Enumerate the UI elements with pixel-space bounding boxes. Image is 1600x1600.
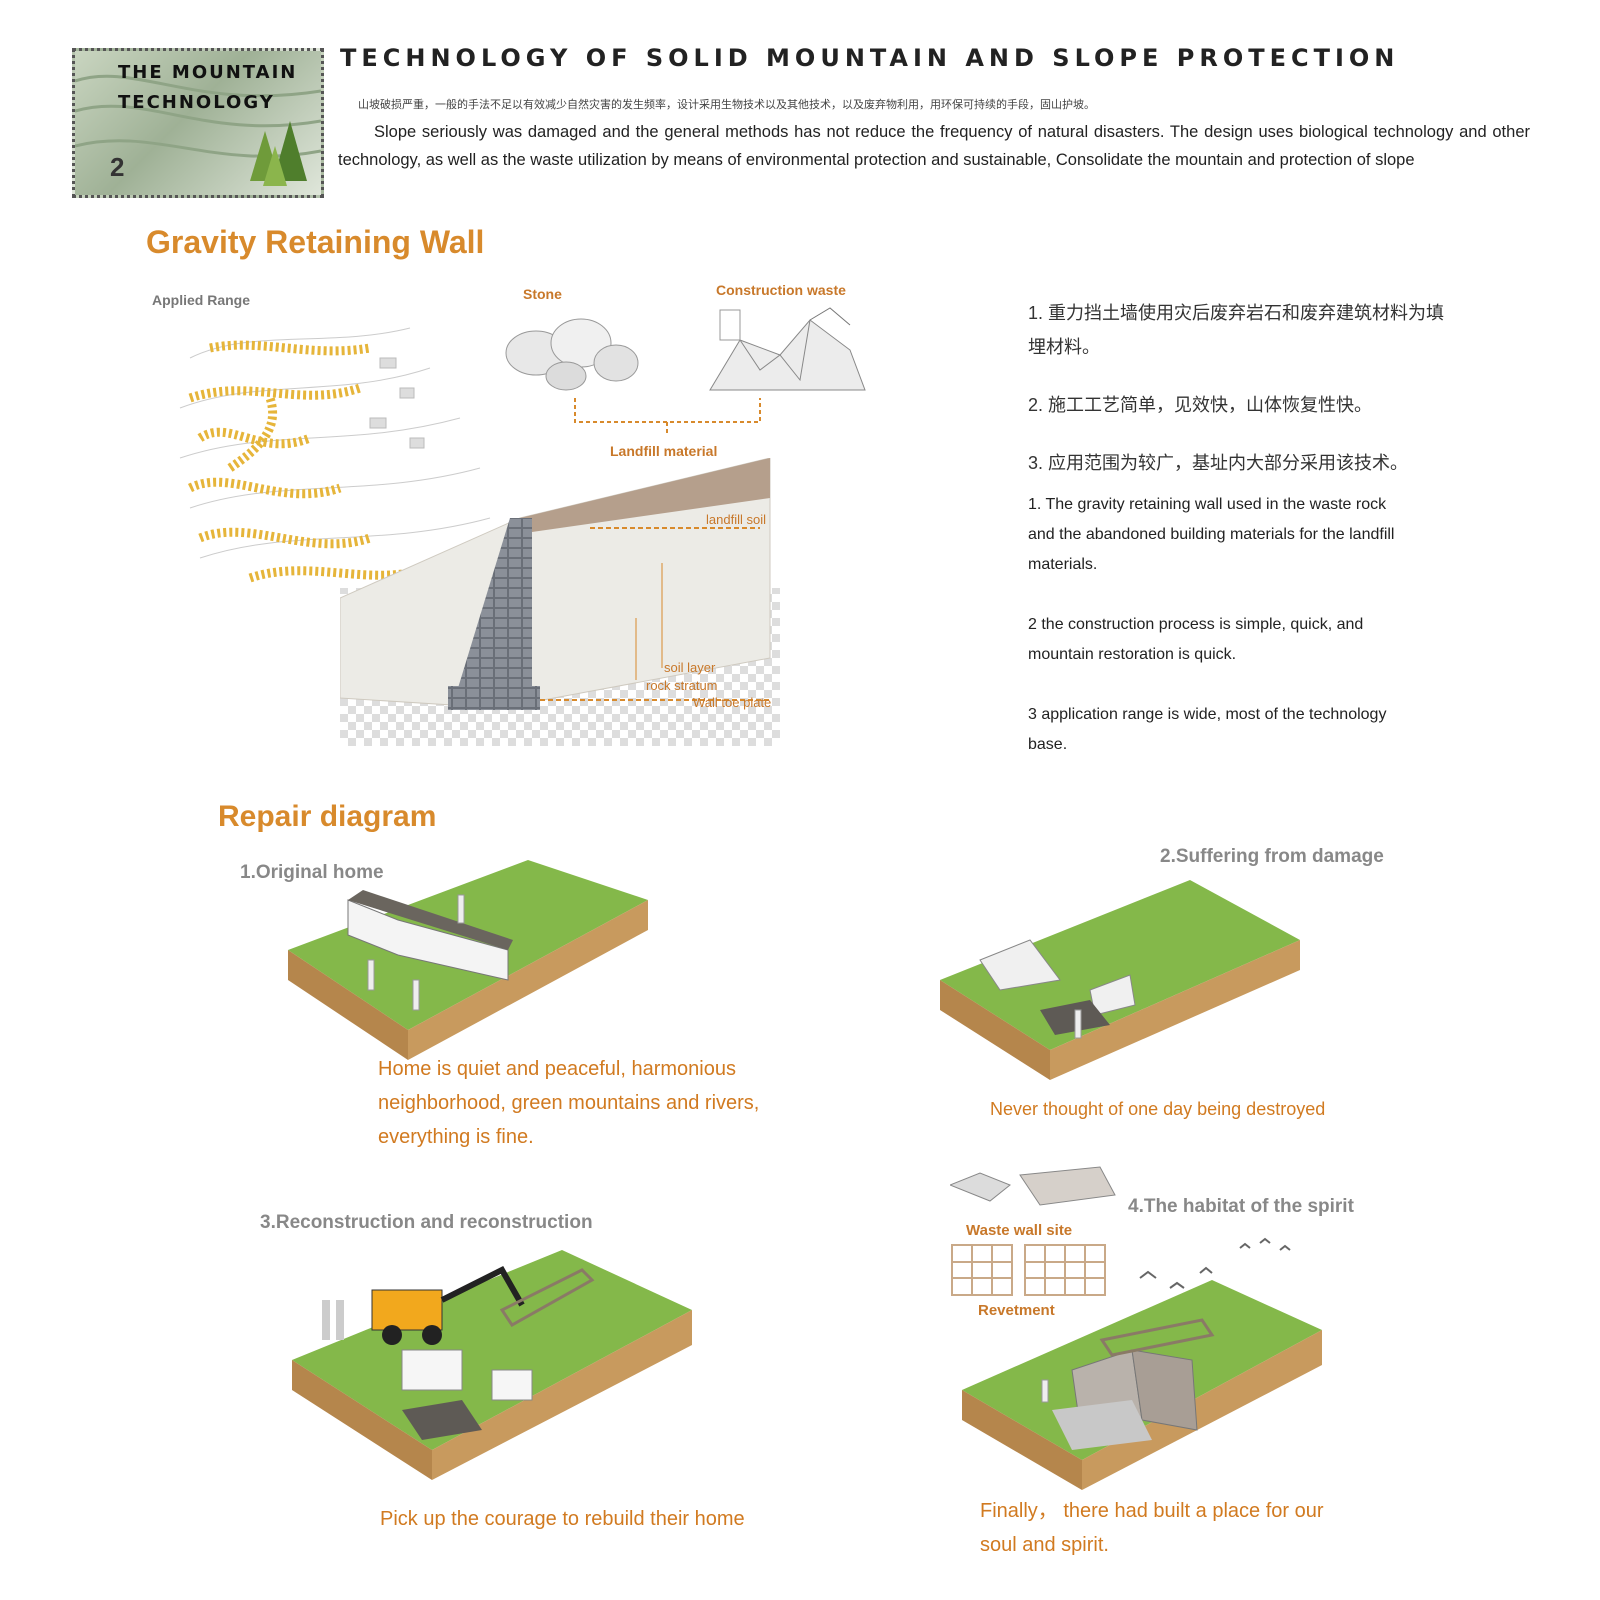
stone-label: Stone (523, 286, 562, 302)
waste-wall-image (950, 1166, 1116, 1206)
step1-title: 1.Original home (240, 862, 384, 883)
soil-layer-label: soil layer (664, 660, 716, 675)
applied-range-map (179, 327, 491, 583)
applied-range-label: Applied Range (152, 292, 251, 308)
wall-toe-plate-label: Wall toe plate (693, 695, 772, 710)
note-cn-1: 1. 重力挡土墙使用灾后废弃岩石和废弃建筑材料为填埋材料。 (1028, 303, 1445, 357)
construction-waste-label: Construction waste (716, 282, 846, 298)
construction-waste-image (709, 307, 866, 391)
note-en-1: 1. The gravity retaining wall used in th… (1028, 496, 1395, 573)
step4-slope-image (962, 1280, 1322, 1490)
rock-stratum-label: rock stratum (646, 678, 718, 693)
revetment-label: Revetment (978, 1302, 1055, 1319)
notes-en: 1. The gravity retaining wall used in th… (1028, 490, 1408, 790)
step1-slope-image (288, 860, 648, 1060)
revetment-image (951, 1244, 1106, 1296)
intro-en: Slope seriously was damaged and the gene… (338, 123, 1530, 169)
note-en-3: 3 application range is wide, most of the… (1028, 706, 1387, 753)
birds-image (1139, 1237, 1291, 1289)
notes-cn: 1. 重力挡土墙使用灾后废弃岩石和废弃建筑材料为填埋材料。 2. 施工工艺简单，… (1028, 296, 1448, 504)
step4-caption: Finally， there had built a place for our… (980, 1500, 1324, 1556)
logo-title: The mountain technology (118, 58, 297, 118)
step1-caption: Home is quiet and peaceful, harmonious n… (378, 1058, 760, 1148)
note-cn-3: 3. 应用范围为较广，基址内大部分采用该技术。 (1028, 453, 1409, 473)
step2-title: 2.Suffering from damage (1160, 846, 1384, 867)
note-cn-2: 2. 施工工艺简单，见效快，山体恢复性快。 (1028, 395, 1373, 415)
logo-number: 2 (110, 152, 125, 182)
mountain-contour-image (75, 74, 321, 186)
waste-wall-site-label: Waste wall site (966, 1222, 1073, 1239)
stone-image (505, 318, 639, 391)
page-title: technology of Solid mountain and slope p… (340, 44, 1400, 72)
step3-title: 3.Reconstruction and reconstruction (260, 1212, 593, 1233)
intro-cn: 山坡破损严重，一般的手法不足以有效减少自然灾害的发生频率，设计采用生物技术以及其… (358, 99, 1095, 111)
step2-slope-image (940, 880, 1300, 1080)
step3-caption: Pick up the courage to rebuild their hom… (380, 1508, 745, 1530)
gravity-heading: Gravity Retaining Wall (146, 224, 485, 260)
retaining-wall-section (340, 458, 780, 746)
landfill-bracket (574, 398, 761, 436)
step3-slope-image (292, 1250, 692, 1480)
landfill-material-label: Landfill material (610, 443, 718, 459)
logo-line-1: The mountain (118, 62, 298, 83)
repair-heading: Repair diagram (218, 800, 437, 833)
step4-title: 4.The habitat of the spirit (1128, 1196, 1354, 1217)
logo-line-2: technology (118, 92, 275, 113)
note-en-2: 2 the construction process is simple, qu… (1028, 616, 1364, 663)
landfill-soil-label: landfill soil (706, 512, 766, 527)
step2-caption: Never thought of one day being destroyed (990, 1099, 1326, 1119)
logo-thumbnail (72, 48, 324, 198)
